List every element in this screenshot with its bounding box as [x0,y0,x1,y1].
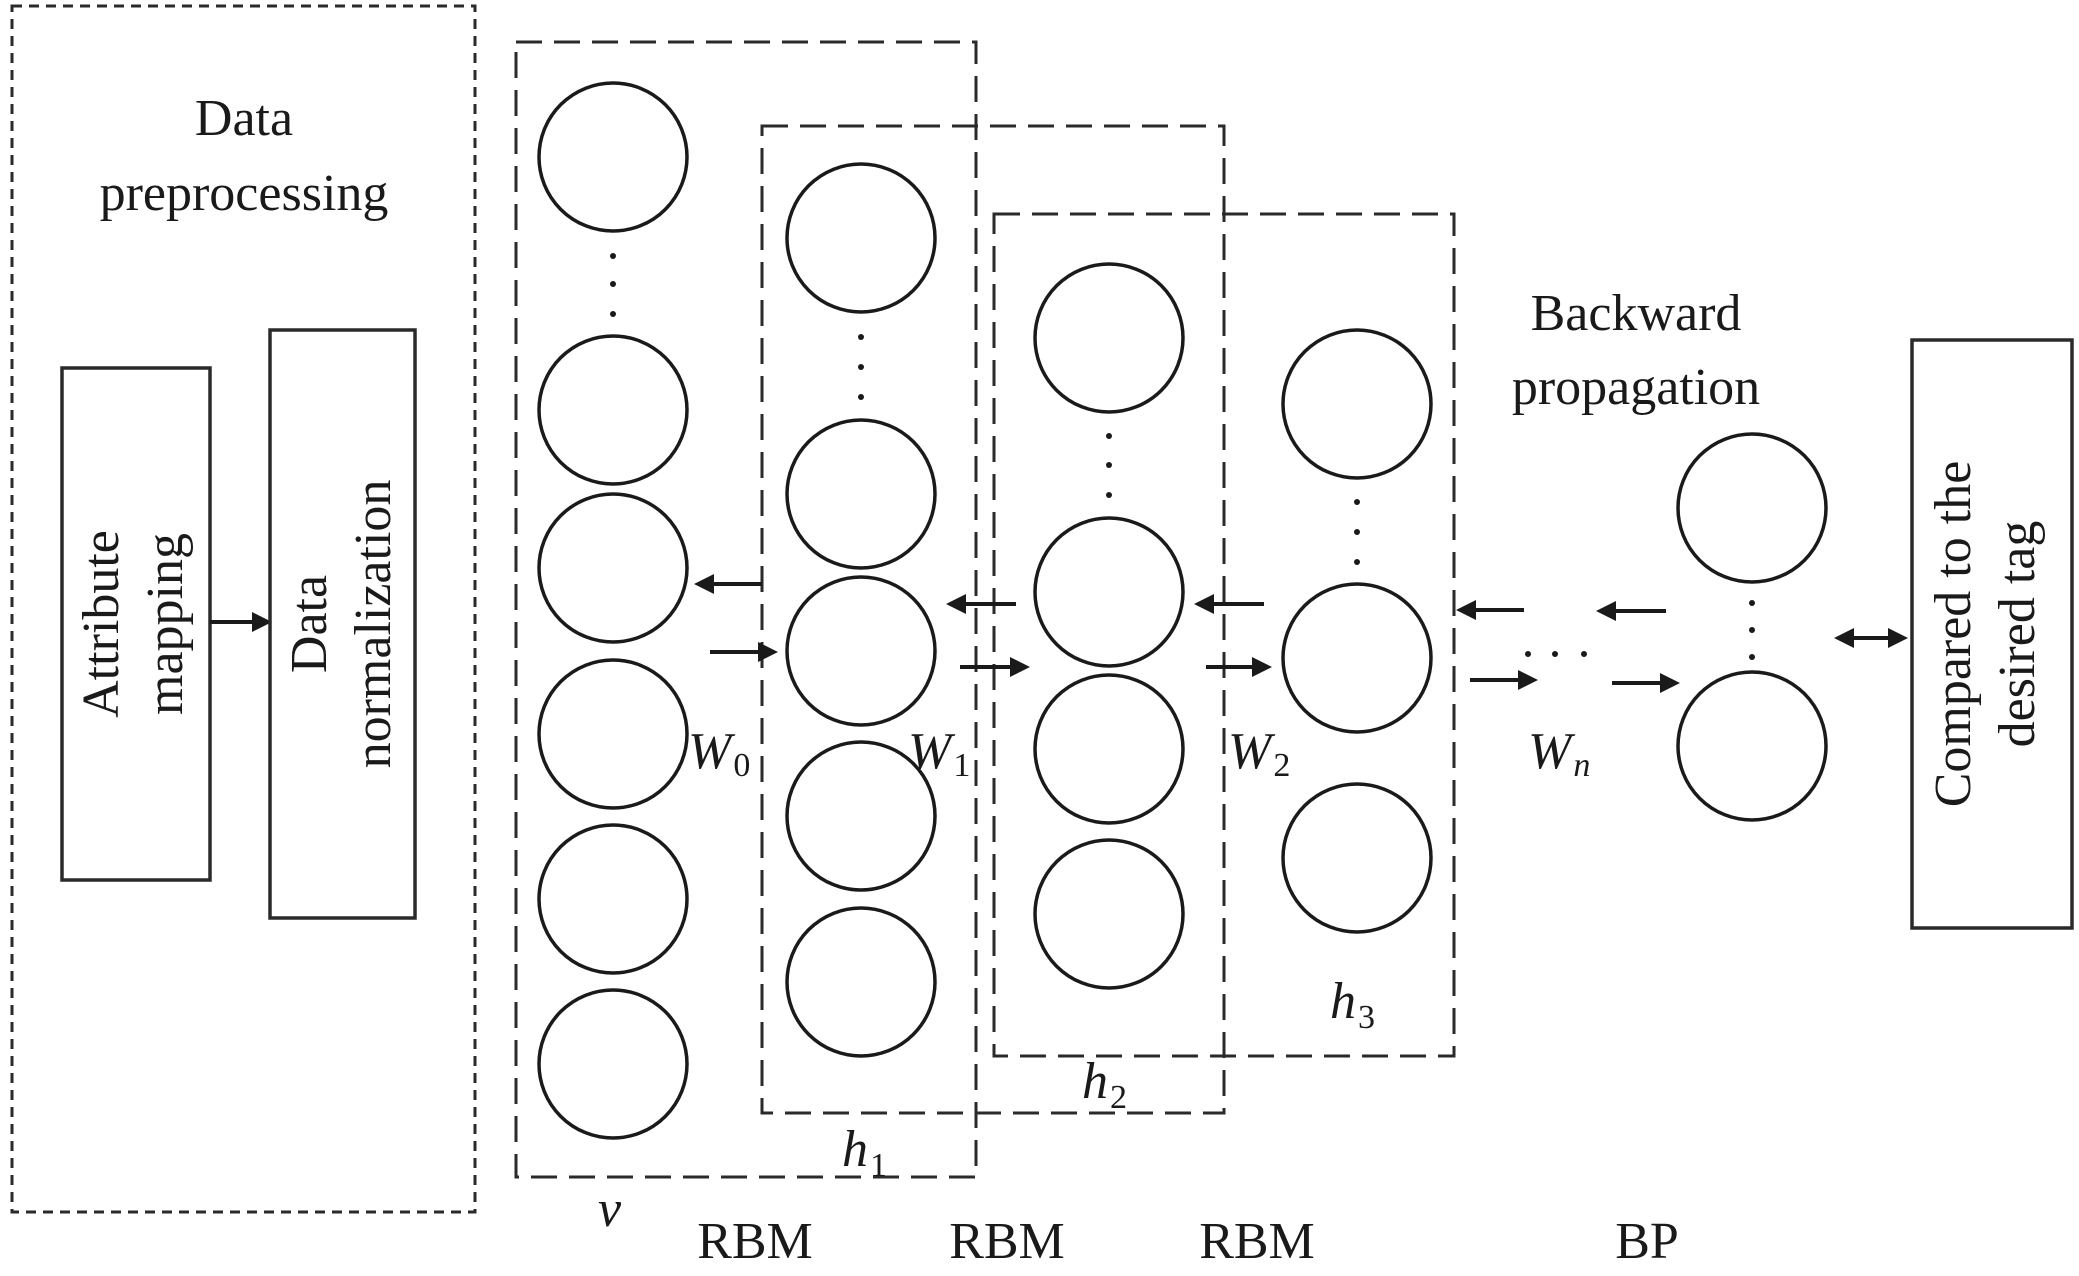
node [537,988,689,1140]
preprocessing-group: Data preprocessing Attribute mapping Dat… [10,4,477,1214]
arrowhead [1252,657,1272,677]
layer-label-v: v [598,1181,622,1238]
node [1281,582,1433,734]
propagation-arrows [694,574,1908,693]
data-normalization-label-line1: Data [281,575,338,673]
ellipsis-dots [858,334,864,400]
layer-label-h1: h1 [842,1121,887,1184]
arrowhead [1010,657,1030,677]
desired-tag-box [1910,338,2074,930]
output-layer-nodes [1676,432,1828,822]
node [785,740,937,892]
arrowhead [1834,628,1854,648]
node [1676,670,1828,822]
arrowhead [1456,600,1476,620]
weight-label-w2: W2 [1228,723,1290,784]
bottom-label-rbm-3: RBM [1199,1213,1315,1270]
node [1033,516,1185,668]
arrowhead [1518,670,1538,690]
node [1281,782,1433,934]
node [785,575,937,727]
bottom-label-rbm-1: RBM [697,1213,813,1270]
preprocessing-title-line2: preprocessing [100,165,389,222]
layer-h1-frame [760,124,1226,1115]
node [785,418,937,570]
ellipsis-dots [1106,433,1112,498]
layer-label-h3: h3 [1330,973,1375,1036]
layer-h3-nodes [1281,328,1433,934]
node [1033,262,1185,414]
arrowhead [1596,601,1616,621]
attribute-mapping-label-line1: Attribute [73,530,130,718]
weight-label-w0: W0 [688,723,750,784]
weight-label-wn: Wn [1528,723,1590,784]
attribute-mapping-label-line2: mapping [137,533,194,715]
arrowhead [694,574,714,594]
ellipsis-dots [1525,651,1587,657]
arrowhead [1888,628,1908,648]
layer-v-frame [514,40,978,1179]
backward-propagation-label-line1: Backward [1531,285,1742,342]
ellipsis-dots [1354,499,1360,565]
node [1033,673,1185,825]
node [1033,838,1185,990]
node [785,162,937,314]
arrowhead [1660,673,1680,693]
preprocessing-title-line1: Data [195,90,293,147]
layer-v-nodes [537,81,689,1140]
data-normalization-box [268,328,417,920]
ellipsis-dots [610,253,616,317]
node [537,81,689,233]
bottom-label-bp: BP [1615,1213,1679,1270]
layer-label-h2: h2 [1082,1053,1127,1116]
node [537,658,689,810]
arrowhead [758,642,778,662]
mapping-to-normalization-arrowhead [252,612,272,632]
backward-propagation-label-line2: propagation [1512,359,1760,416]
data-normalization-label-line2: normalization [345,480,402,769]
layer-h2-nodes [1033,262,1185,990]
desired-tag-label-line2: desired tag [1989,521,2046,748]
node [537,334,689,486]
arrowhead [1194,594,1214,614]
node [537,823,689,975]
weight-label-w1: W1 [908,723,970,784]
desired-tag-label-line1: Compared to the [1925,461,1982,808]
node [537,492,689,644]
layer-h2-frame [992,212,1456,1058]
layer-h1-nodes [785,162,937,1058]
ellipsis-dots [1749,600,1755,660]
bottom-label-rbm-2: RBM [949,1213,1065,1270]
node [1281,328,1433,480]
arrowhead [946,594,966,614]
node [785,906,937,1058]
node [1676,432,1828,584]
